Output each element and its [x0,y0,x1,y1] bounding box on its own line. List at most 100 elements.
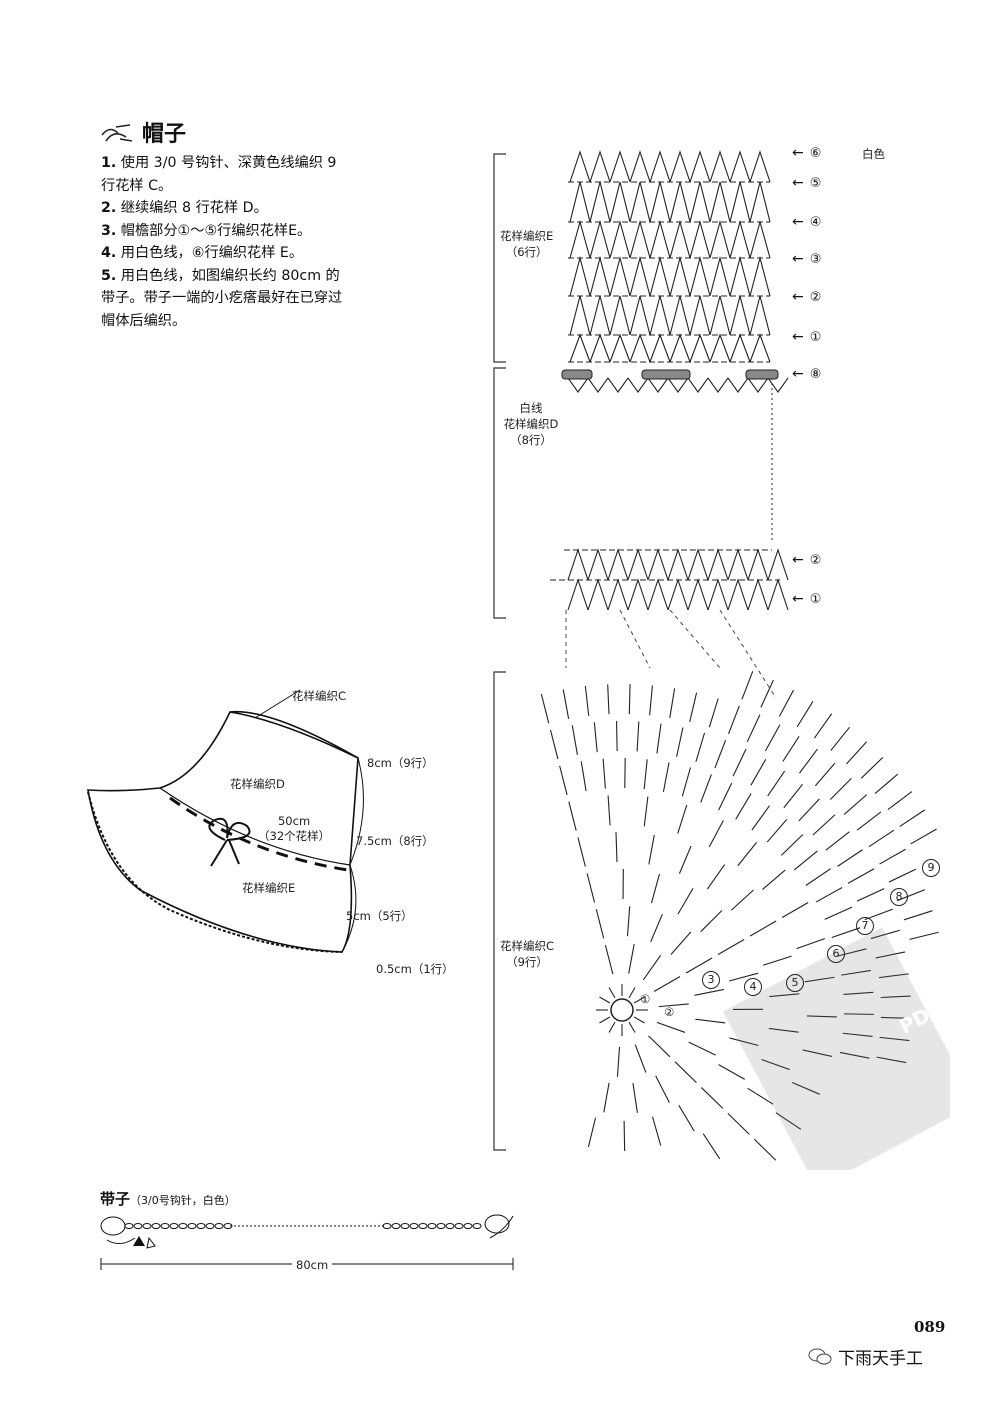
stitch-mark [856,811,882,831]
row-marker: ←② [792,289,822,305]
stitch-mark [626,906,631,937]
row-number: 8 [890,888,908,906]
stitch-mark [616,1046,621,1077]
stitch-mark [642,954,662,981]
stitch-mark [649,150,671,183]
chain-link [418,1223,428,1229]
stitch-mark [701,1087,724,1109]
stitch-mark [669,255,691,297]
chain-link [133,1223,143,1229]
stitch-mark [674,1061,697,1084]
stitch-mark [629,333,651,363]
stitch-mark [749,219,771,259]
stitch-mark [910,828,937,845]
stitch-mark [569,255,591,297]
stitch-mark [728,705,740,735]
stitch-mark [708,698,719,728]
stitch-mark [729,181,751,223]
stitch-mark [688,1041,716,1056]
dim-e: 5cm（5行） [346,909,413,923]
stitch-mark [750,759,767,786]
stitch-mark [609,333,631,363]
stitch-mark [656,723,662,754]
stitch-mark [628,684,631,715]
stitch-mark [633,996,645,1004]
stitch-mark [647,377,669,393]
chain-link [178,1223,188,1229]
stitch-mark [667,377,689,393]
chain-link [169,1223,179,1229]
chain-link [400,1223,410,1229]
stitch-mark [841,969,871,976]
stitch-mark [768,1027,799,1033]
stitch-mark [749,255,771,297]
stitch-mark [609,255,631,297]
stitch-mark [649,685,653,716]
stitch-mark [730,889,754,911]
stitch-mark [689,255,711,297]
stitch-mark [584,686,590,716]
dim-edge: 0.5cm（1行） [376,962,454,976]
stitch-mark [903,910,933,921]
page-title: 帽子 [142,122,187,147]
stitch-mark [689,219,711,259]
stitch-mark [804,976,835,983]
chain-link [160,1223,170,1229]
stitch-mark [569,333,591,363]
stitch-mark [649,219,671,259]
stitch-mark [709,295,731,336]
stitch-mark [677,804,688,834]
stitch-mark [846,741,868,765]
stitch-mark [608,1021,616,1033]
stitch-mark [753,1138,777,1161]
stitch-mark [899,809,926,827]
stitch-mark [676,727,684,757]
chain-link [463,1223,473,1229]
stitch-mark [689,181,711,223]
stitch-mark [628,1021,636,1033]
stitch-mark [540,693,550,724]
row-number: 4 [744,978,762,996]
strap-title: 带子（3/0号钩针，白色） [100,1190,236,1208]
stitch-mark [729,150,751,183]
stitch-mark [655,1075,670,1103]
chat-icon [808,1348,832,1364]
stitch-mark [830,726,851,751]
stitch-mark [607,795,611,826]
stitch-mark [746,714,761,743]
chain-link [151,1223,161,1229]
footer: 下雨天手工 [808,1344,923,1369]
stitch-mark [649,255,671,297]
stitch-mark [577,837,586,867]
chain-link [409,1223,419,1229]
stitch-mark [714,739,727,769]
stitch-mark [628,987,636,999]
stitch-mark [796,700,814,728]
stitch-mark [831,927,861,939]
stitch-mark [623,1120,626,1151]
stitch-mark [689,150,711,183]
stitch-mark [695,732,706,762]
stitch-mark [778,689,794,717]
stitch-mark [860,757,884,779]
scissors-icon [101,124,133,142]
stitch-mark [829,777,852,801]
stitch-mark [629,181,651,223]
stitch-mark [569,295,591,336]
stitch-mark [602,758,606,789]
stitch-mark [587,377,609,393]
stitch-mark [749,920,777,937]
stitch-mark [609,181,631,223]
row-number: 6 [827,945,845,963]
stitch-mark [599,1016,611,1024]
stitch-mark [741,671,754,700]
stitch-mark [729,972,759,982]
step-2: 2. 继续编织 8 行花样 D。 [101,200,268,216]
stitch-mark [708,820,724,848]
stitch-mark [879,1036,910,1042]
stitch-mark [767,377,789,393]
stitch-mark [569,181,591,223]
stitch-mark [651,1116,662,1146]
stitch-mark [732,748,747,777]
stitch-mark [761,1059,790,1071]
